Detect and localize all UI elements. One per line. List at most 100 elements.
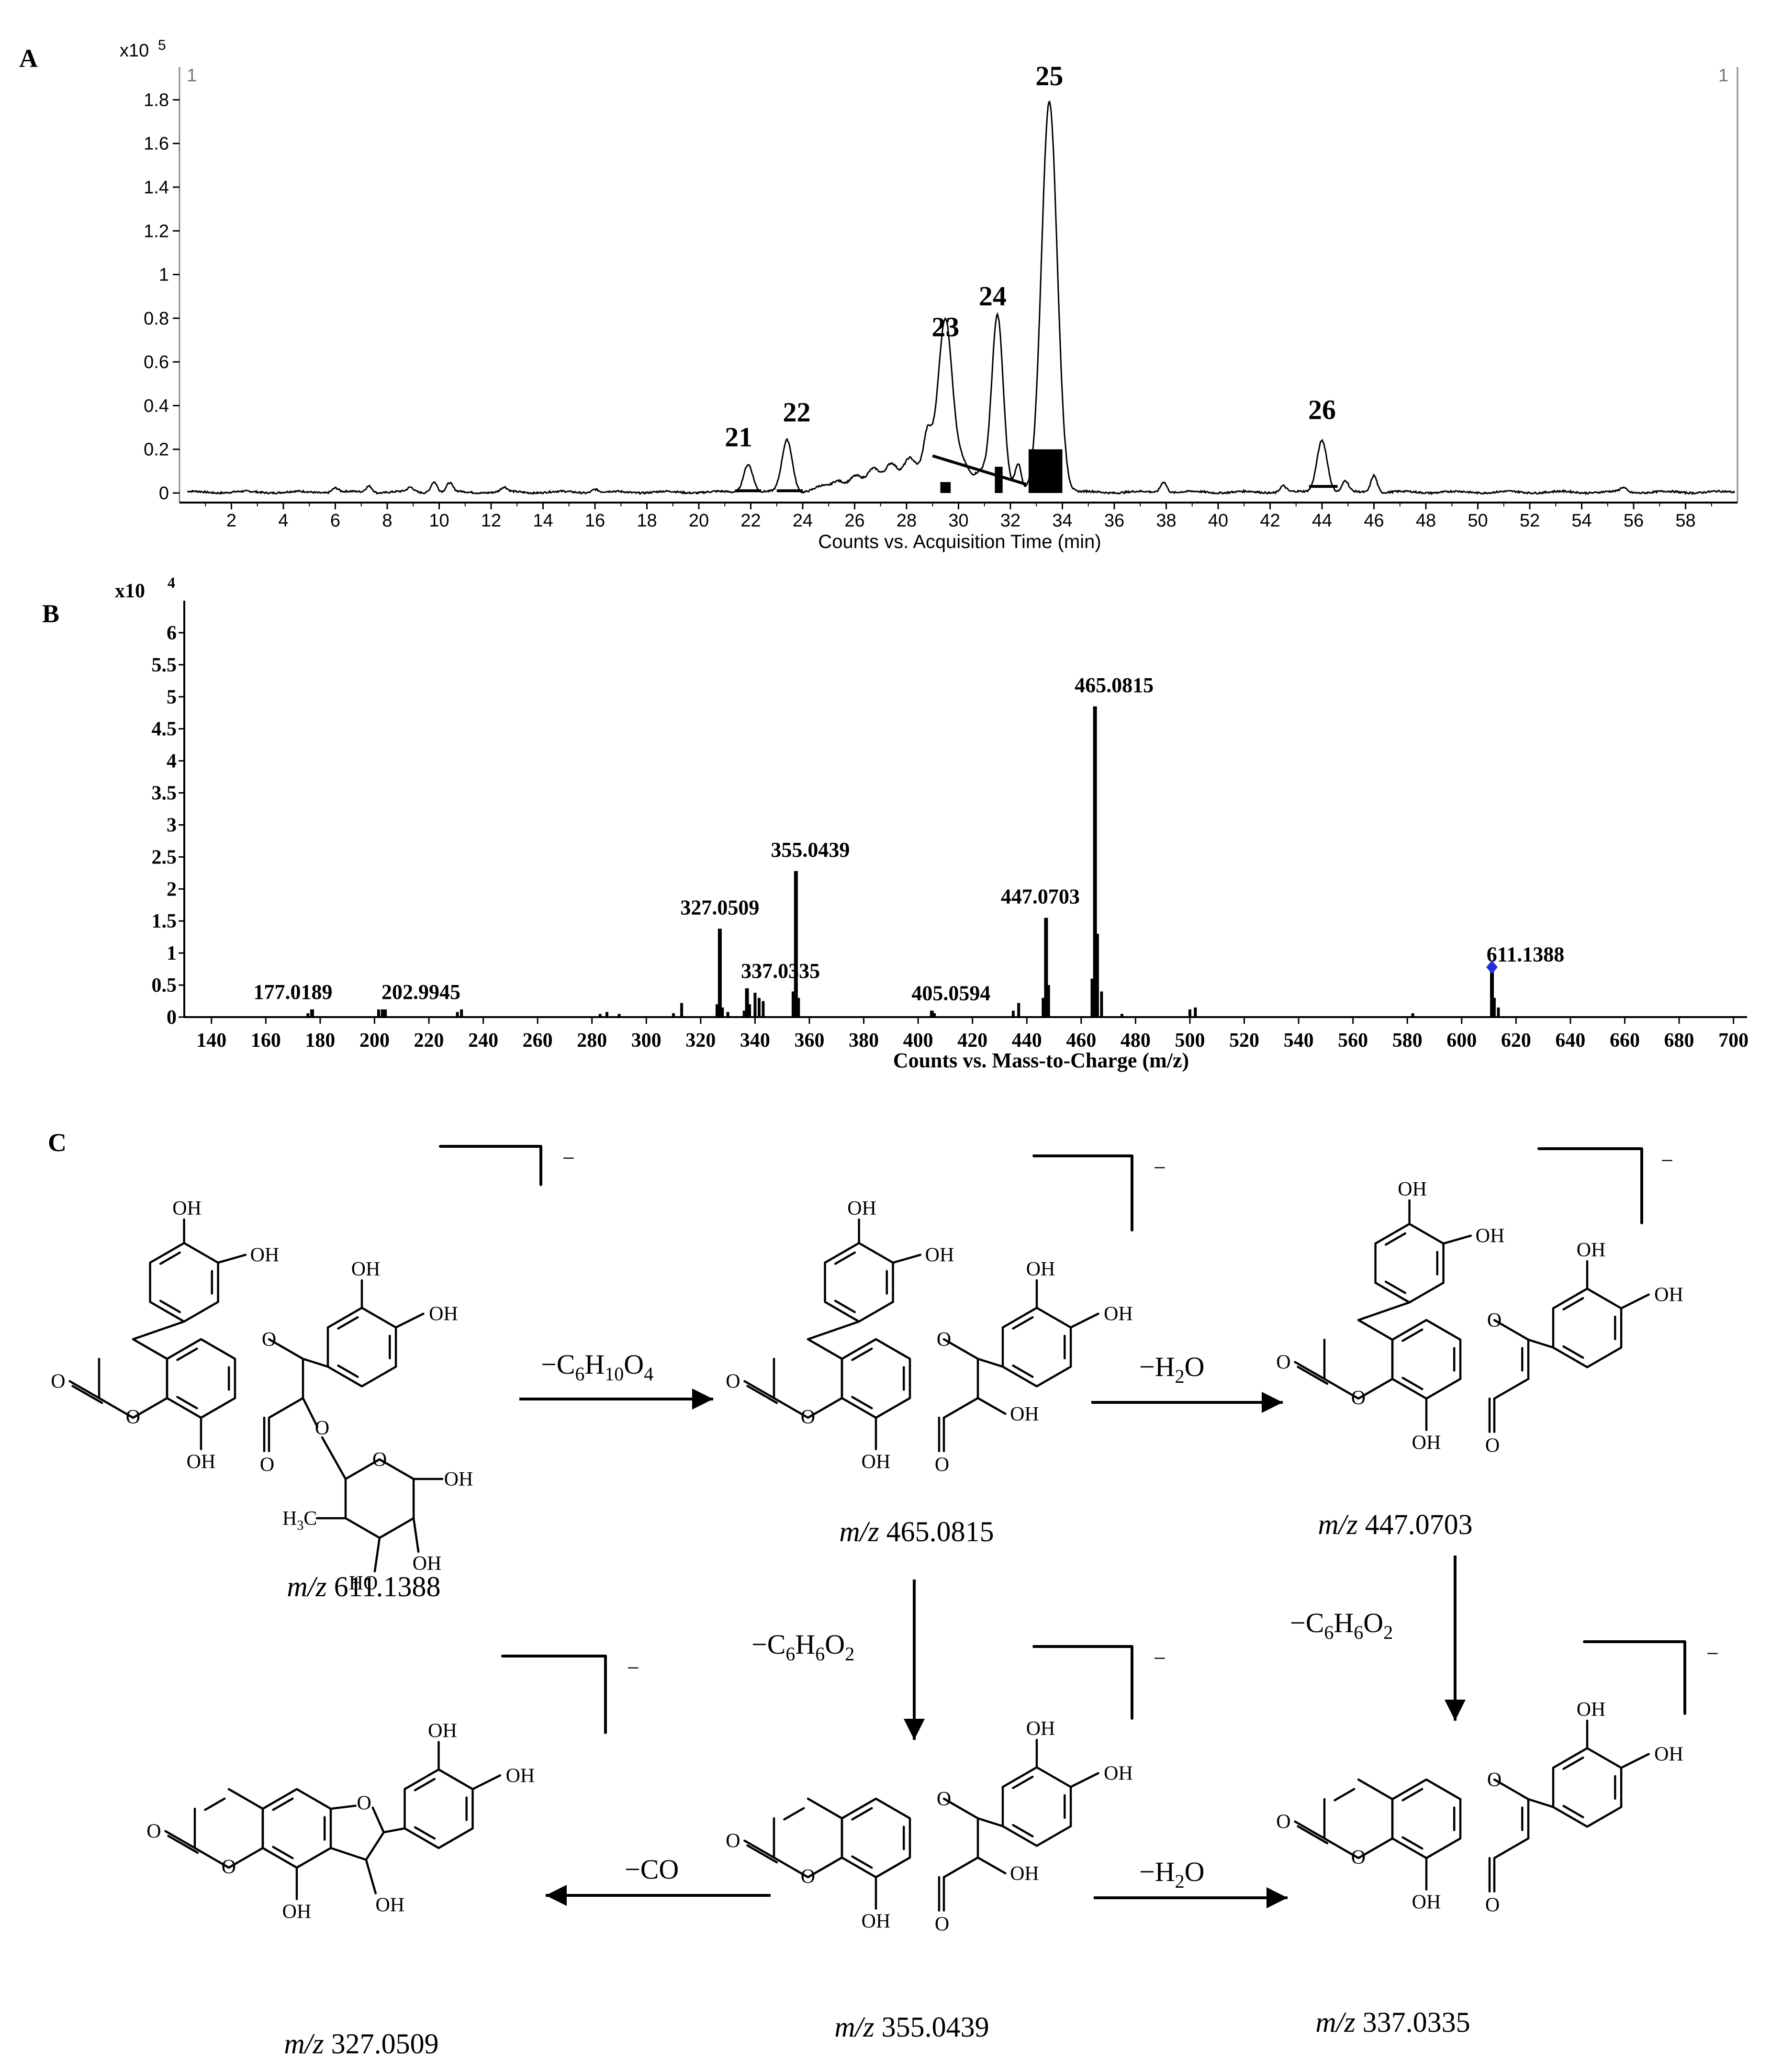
atom-label: O [126, 1406, 140, 1428]
bond [403, 1768, 474, 1849]
spectrum-peak [717, 929, 722, 1017]
x-tick-label-b: 700 [1718, 1030, 1748, 1052]
spectrum-peak [933, 1013, 936, 1017]
spectrum-peak [1044, 918, 1048, 1017]
bond [834, 1251, 856, 1265]
integrated-area [940, 482, 951, 493]
spectrum-peak [1017, 1003, 1020, 1017]
atom-label: OH [413, 1553, 442, 1575]
spectrum-peak [1188, 1009, 1191, 1017]
atom-label: O [935, 1914, 949, 1936]
arrowhead [1266, 1887, 1288, 1908]
bond [1294, 1820, 1326, 1840]
bond [1391, 1778, 1462, 1859]
bond [98, 1338, 168, 1419]
bond [1012, 1316, 1034, 1330]
atom-label: OH [847, 1198, 876, 1220]
y-tick-label-a: 0.8 [144, 309, 169, 329]
bond [841, 1797, 911, 1879]
x-tick-label-a: 58 [1675, 511, 1695, 531]
spectrum-peak [1411, 1013, 1414, 1017]
atom-label: OH [1654, 1284, 1683, 1306]
neutral-loss-l6: −H2O [1139, 1856, 1205, 1892]
x-tick-label-b: 380 [849, 1030, 879, 1052]
bond [1357, 1301, 1411, 1322]
bond [1012, 1824, 1034, 1837]
x-tick-label-b: 340 [740, 1030, 770, 1052]
x-tick-label-a: 32 [1000, 511, 1020, 531]
peak-label: 22 [783, 396, 810, 427]
atom-label: OH [1577, 1699, 1606, 1721]
x-tick-label-b: 680 [1664, 1030, 1694, 1052]
x-tick-label-a: 26 [844, 511, 864, 531]
bond [337, 1364, 359, 1378]
neutral-loss-l2: −H2O [1139, 1351, 1205, 1387]
x-tick-label-a: 16 [585, 511, 605, 531]
y-tick-label-a: 1.6 [144, 134, 169, 154]
mz-caption: m/z 611.1388 [287, 1571, 440, 1602]
bond [1527, 1338, 1555, 1349]
bond [976, 1856, 1007, 1875]
atom-label: OH [1010, 1863, 1039, 1885]
bond [743, 1839, 775, 1859]
spectrum-peak [726, 1012, 729, 1017]
bond [773, 1797, 843, 1879]
atom-label: OH [925, 1244, 954, 1266]
bond [1297, 1825, 1329, 1845]
spectrum-peak [672, 1013, 675, 1017]
bond [329, 1804, 357, 1810]
x-tick-label-b: 440 [1012, 1030, 1042, 1052]
bond [1401, 1377, 1423, 1390]
mz-peak-label: 177.0189 [253, 980, 332, 1004]
mz-caption: m/z 337.0335 [1315, 2006, 1470, 2038]
atom-label: O [1276, 1352, 1290, 1374]
bond [1401, 1836, 1423, 1850]
y-multiplier-a: x10 [120, 41, 149, 61]
bond [204, 1797, 226, 1811]
atom-label: OH [1412, 1432, 1441, 1454]
y-tick-label-a: 0.2 [144, 440, 169, 460]
atom-label: OH [506, 1765, 535, 1787]
x-tick-label-a: 36 [1104, 511, 1124, 531]
x-tick-label-b: 400 [903, 1030, 933, 1052]
bond [159, 1299, 181, 1313]
spectrum-peak [377, 1009, 380, 1017]
atom-label: O [262, 1329, 276, 1351]
spectrum-peak [680, 1003, 684, 1017]
spectrum-peak [715, 1004, 718, 1017]
x-tick-label-b: 140 [196, 1030, 226, 1052]
atom-label: O [726, 1830, 740, 1852]
x-tick-label-a: 28 [897, 511, 917, 531]
charge-sign: − [627, 1656, 639, 1680]
neutral-loss-l4: −C6H6O2 [1290, 1607, 1393, 1643]
x-tick-label-a: 52 [1520, 511, 1540, 531]
spectrum-peak [930, 1010, 934, 1017]
bond [164, 1830, 196, 1849]
x-tick-label-a: 10 [429, 511, 449, 531]
bond [382, 1827, 406, 1834]
y-tick-label-b: 4.5 [152, 718, 177, 740]
atom-label: OH [250, 1244, 280, 1266]
integrated-area [1028, 449, 1063, 493]
x-tick-label-a: 48 [1416, 511, 1436, 531]
bond [268, 1338, 304, 1419]
methyl-label: H3C [282, 1508, 317, 1533]
atom-label: O [1485, 1435, 1500, 1457]
y-tick-label-a: 1.4 [144, 178, 169, 198]
x-tick-label-a: 44 [1312, 511, 1332, 531]
bond [1620, 1293, 1650, 1310]
panel-a-chromatogram: A x10 5 1 1 00.20.40.60.811.21.41.61.8 2… [19, 37, 1738, 552]
atom-label: O [260, 1454, 274, 1476]
bond [414, 1778, 436, 1792]
bond [272, 1797, 294, 1811]
y-tick-label-b: 2 [167, 878, 177, 900]
bond [1323, 1319, 1394, 1400]
bond [176, 1347, 198, 1361]
spectrum-peak [794, 871, 798, 1017]
y-tick-label-b: 3 [167, 814, 177, 836]
peak-label: 23 [931, 311, 959, 342]
x-tick-label-a: 14 [533, 511, 553, 531]
structure-atom-labels: OOOOOHOHOHOHOHOOOHOHHOH3COOOOOHOHOHOHOHO… [51, 1146, 1719, 1936]
bond [344, 1458, 415, 1539]
